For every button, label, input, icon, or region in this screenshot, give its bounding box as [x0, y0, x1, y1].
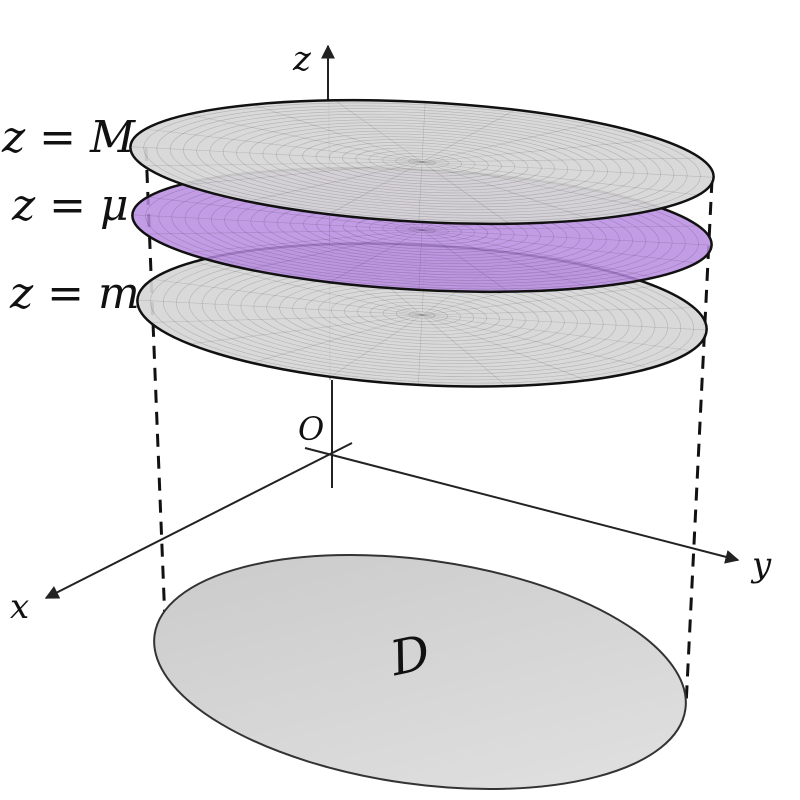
plane-top-grid — [130, 100, 714, 224]
region-d — [153, 553, 687, 791]
grid-spoke — [187, 114, 423, 163]
y-axis — [304, 447, 740, 564]
grid-ring — [395, 156, 449, 168]
grid-ring — [275, 130, 569, 194]
grid-ring — [183, 111, 661, 213]
grid-spoke — [145, 128, 423, 163]
grid-spoke — [329, 229, 423, 283]
grid-spoke — [421, 229, 712, 246]
grid-ring — [368, 150, 476, 174]
grid-spoke — [421, 314, 507, 387]
origin-label: O — [298, 410, 324, 448]
grid-ring — [355, 147, 489, 177]
grid-ring — [328, 142, 516, 182]
grid-ring — [382, 304, 462, 326]
grid-spoke — [421, 229, 655, 278]
grid-spoke — [421, 229, 697, 264]
grid-spoke — [421, 157, 701, 163]
grid-spoke — [251, 314, 423, 364]
grid-spoke — [145, 229, 423, 235]
grid-ring — [395, 224, 449, 236]
grid-ring — [222, 119, 622, 205]
grid-ring — [331, 291, 513, 339]
grid-spoke — [248, 161, 423, 202]
grid-ring — [408, 311, 436, 319]
grid-ring — [249, 125, 595, 199]
grid-spoke — [193, 261, 423, 316]
grid-spoke — [334, 100, 423, 163]
grid-ring — [156, 105, 688, 219]
grid-spoke — [421, 229, 590, 288]
grid-spoke — [137, 299, 423, 316]
grid-ring — [302, 136, 542, 188]
grid-ring — [408, 158, 436, 166]
x-axis — [44, 442, 353, 599]
grid-ring — [209, 116, 635, 208]
y-axis-label: y — [750, 545, 772, 585]
z-axis-label: z — [292, 39, 312, 79]
x-axis-label: x — [10, 587, 29, 627]
plane-label-bottom: z = m — [9, 268, 140, 319]
plane-top — [129, 98, 715, 226]
grid-spoke — [421, 314, 707, 331]
grid-spoke — [421, 138, 660, 163]
grid-spoke — [147, 196, 423, 231]
grid-ring — [169, 108, 675, 216]
grid-spoke — [421, 229, 509, 292]
grid-spoke — [132, 214, 423, 231]
plane-label-middle: z = μ — [11, 180, 129, 231]
grid-spoke — [253, 104, 423, 163]
grid-ring — [236, 122, 608, 202]
grid-ring — [408, 226, 436, 234]
grid-ring — [369, 301, 475, 329]
grid-spoke — [143, 161, 423, 167]
grid-spoke — [421, 109, 516, 163]
grid-spoke — [421, 225, 699, 231]
grid-ring — [356, 298, 488, 332]
grid-ring — [262, 127, 582, 197]
grid-spoke — [421, 122, 596, 163]
grid-ring — [342, 144, 502, 180]
grid-ring — [143, 102, 701, 222]
grid-spoke — [184, 161, 423, 186]
grid-ring — [289, 133, 555, 191]
grid-spoke — [421, 285, 655, 316]
grid-spoke — [152, 278, 423, 316]
grid-spoke — [418, 314, 423, 385]
grid-spoke — [421, 161, 591, 220]
grid-ring — [315, 139, 529, 185]
grid-spoke — [328, 161, 423, 215]
grid-spoke — [130, 146, 423, 163]
grid-spoke — [249, 229, 423, 270]
grid-spoke — [421, 161, 657, 210]
grid-spoke — [418, 229, 423, 290]
grid-spoke — [330, 314, 423, 378]
grid-spoke — [421, 314, 651, 369]
grid-spoke — [421, 307, 694, 316]
grid-ring — [344, 295, 500, 335]
grid-spoke — [421, 314, 587, 381]
grid-spoke — [421, 102, 426, 163]
grid-spoke — [421, 314, 692, 352]
plane-label-top: z = M — [1, 112, 136, 163]
grid-spoke — [418, 161, 423, 222]
grid-spoke — [421, 161, 699, 196]
grid-spoke — [185, 229, 423, 254]
grid-spoke — [421, 161, 714, 178]
grid-ring — [196, 113, 648, 211]
grid-ring — [381, 153, 463, 171]
grid-spoke — [150, 314, 423, 323]
grid-ring — [395, 308, 449, 322]
grid-spoke — [421, 161, 510, 224]
grid-spoke — [189, 314, 423, 345]
